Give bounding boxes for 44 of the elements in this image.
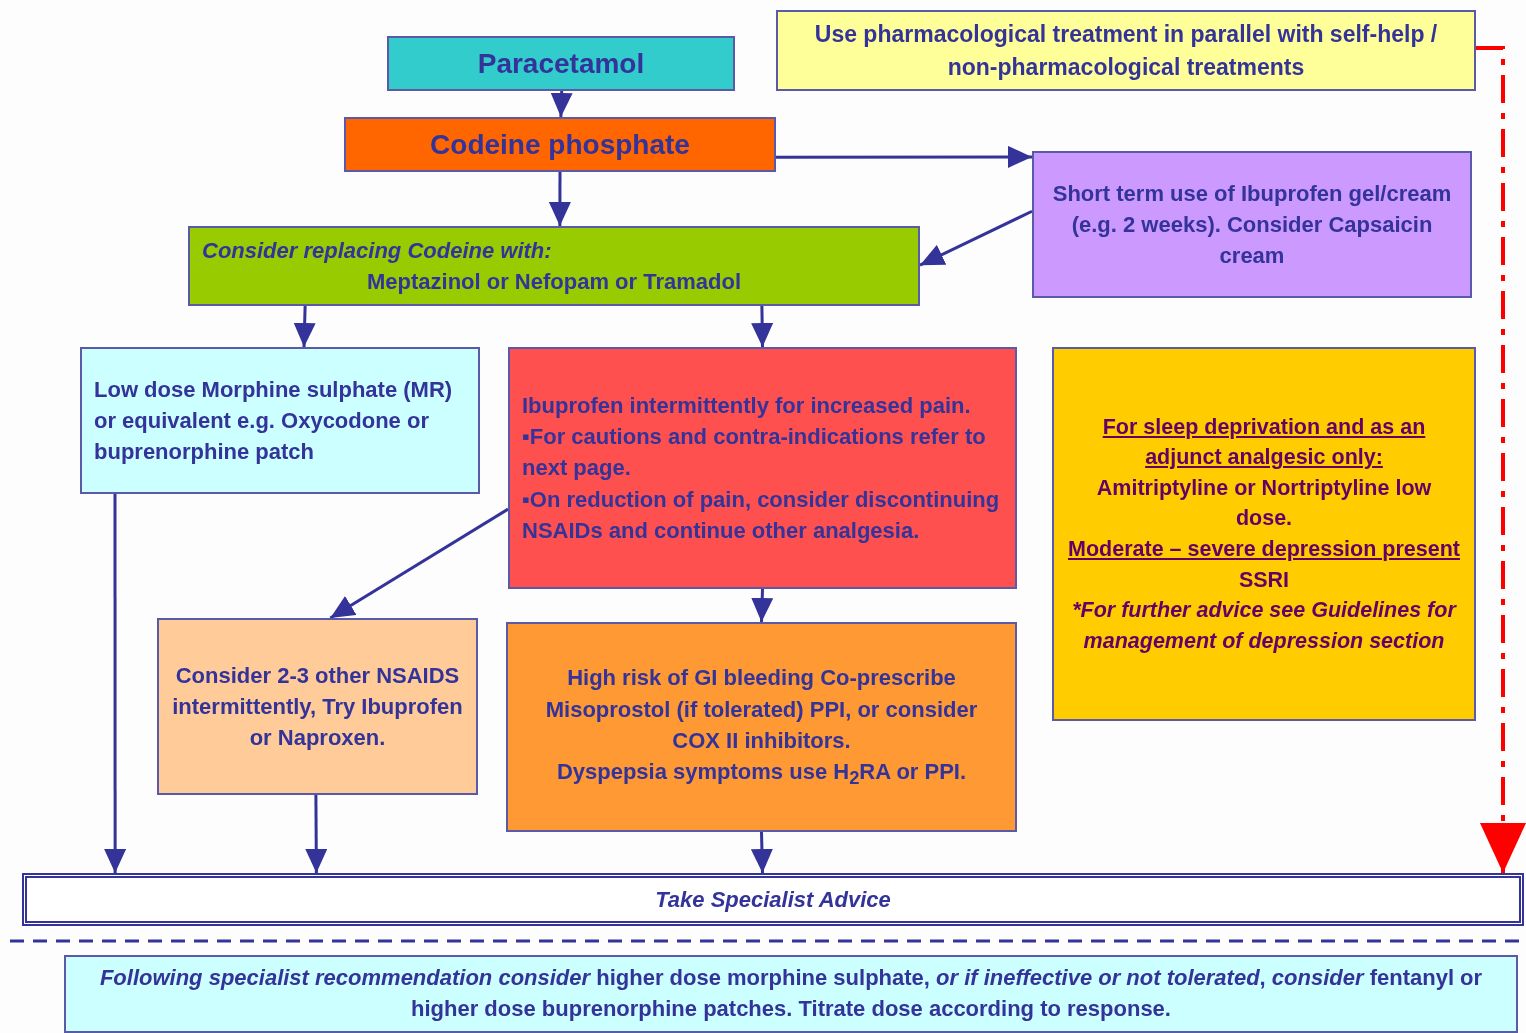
arrow xyxy=(550,90,573,118)
node-text: Following specialist recommendation consider higher dose morphine sulphate, or if ineffective or not tolerated, consider fentanyl or higher dose buprenorphine patches. Titrate dose according to response. xyxy=(98,964,1484,1023)
treatment-box xyxy=(188,226,920,306)
arrow xyxy=(751,588,774,623)
arrow xyxy=(776,145,1032,168)
node-text: Dyspepsia symptoms use H$_{2}$RA or PPI. xyxy=(555,758,968,791)
node-text: Paracetamol xyxy=(476,46,646,81)
arrow xyxy=(329,507,509,620)
treatment-box xyxy=(1032,151,1472,298)
note-box xyxy=(64,955,1518,1033)
advice-bar xyxy=(22,873,1524,926)
note-box xyxy=(776,10,1476,91)
treatment-box xyxy=(80,347,480,494)
node-text: For sleep deprivation and as an adjunct analgesic only: xyxy=(1101,413,1427,472)
warning-box xyxy=(506,622,1017,832)
arrow xyxy=(1476,46,1526,873)
node-text: ▪For cautions and contra-indications refer to next page. xyxy=(522,423,987,483)
node-text: High risk of GI bleeding Co-prescribe Misoprostol (if tolerated) PPI, or consider COX II inhibitors. xyxy=(544,664,979,755)
arrow xyxy=(751,305,774,348)
advice-box xyxy=(1052,347,1476,721)
node-text: Amitriptyline or Nortriptyline low dose. xyxy=(1095,474,1433,533)
node-text: ▪On reduction of pain, consider discontinuing NSAIDs and continue other analgesia. xyxy=(522,485,1001,545)
arrow xyxy=(548,172,571,226)
node-text: Codeine phosphate xyxy=(429,127,691,162)
node-text: *For further advice see Guidelines for management of depression section xyxy=(1071,597,1458,655)
node-text: Low dose Morphine sulphate (MR) or equivalent e.g. Oxycodone or buprenorphine patch xyxy=(94,375,454,467)
arrow xyxy=(104,494,127,873)
arrow xyxy=(305,795,328,873)
drug-box xyxy=(387,36,735,91)
treatment-box xyxy=(157,618,478,795)
node-text: SSRI xyxy=(1237,566,1291,594)
arrow xyxy=(750,831,773,874)
node-text: Consider 2-3 other NSAIDS intermittently, Try Ibuprofen or Naproxen. xyxy=(171,661,464,753)
arrow xyxy=(293,305,316,348)
node-text: Short term use of Ibuprofen gel/cream (e.g. 2 weeks). Consider Capsaicin cream xyxy=(1051,179,1453,271)
treatment-box xyxy=(508,347,1017,589)
node-text: Ibuprofen intermittently for increased pain. xyxy=(522,391,972,420)
node-text: Consider replacing Codeine with: xyxy=(202,236,553,265)
node-text: Meptazinol or Nefopam or Tramadol xyxy=(365,268,742,296)
arrow xyxy=(919,209,1033,267)
drug-box xyxy=(344,117,776,172)
node-text: Take Specialist Advice xyxy=(654,885,892,914)
node-text: Moderate – severe depression present xyxy=(1067,536,1461,563)
node-text: Use pharmacological treatment in parallel with self-help / non-pharmacological treatments xyxy=(813,19,1439,82)
